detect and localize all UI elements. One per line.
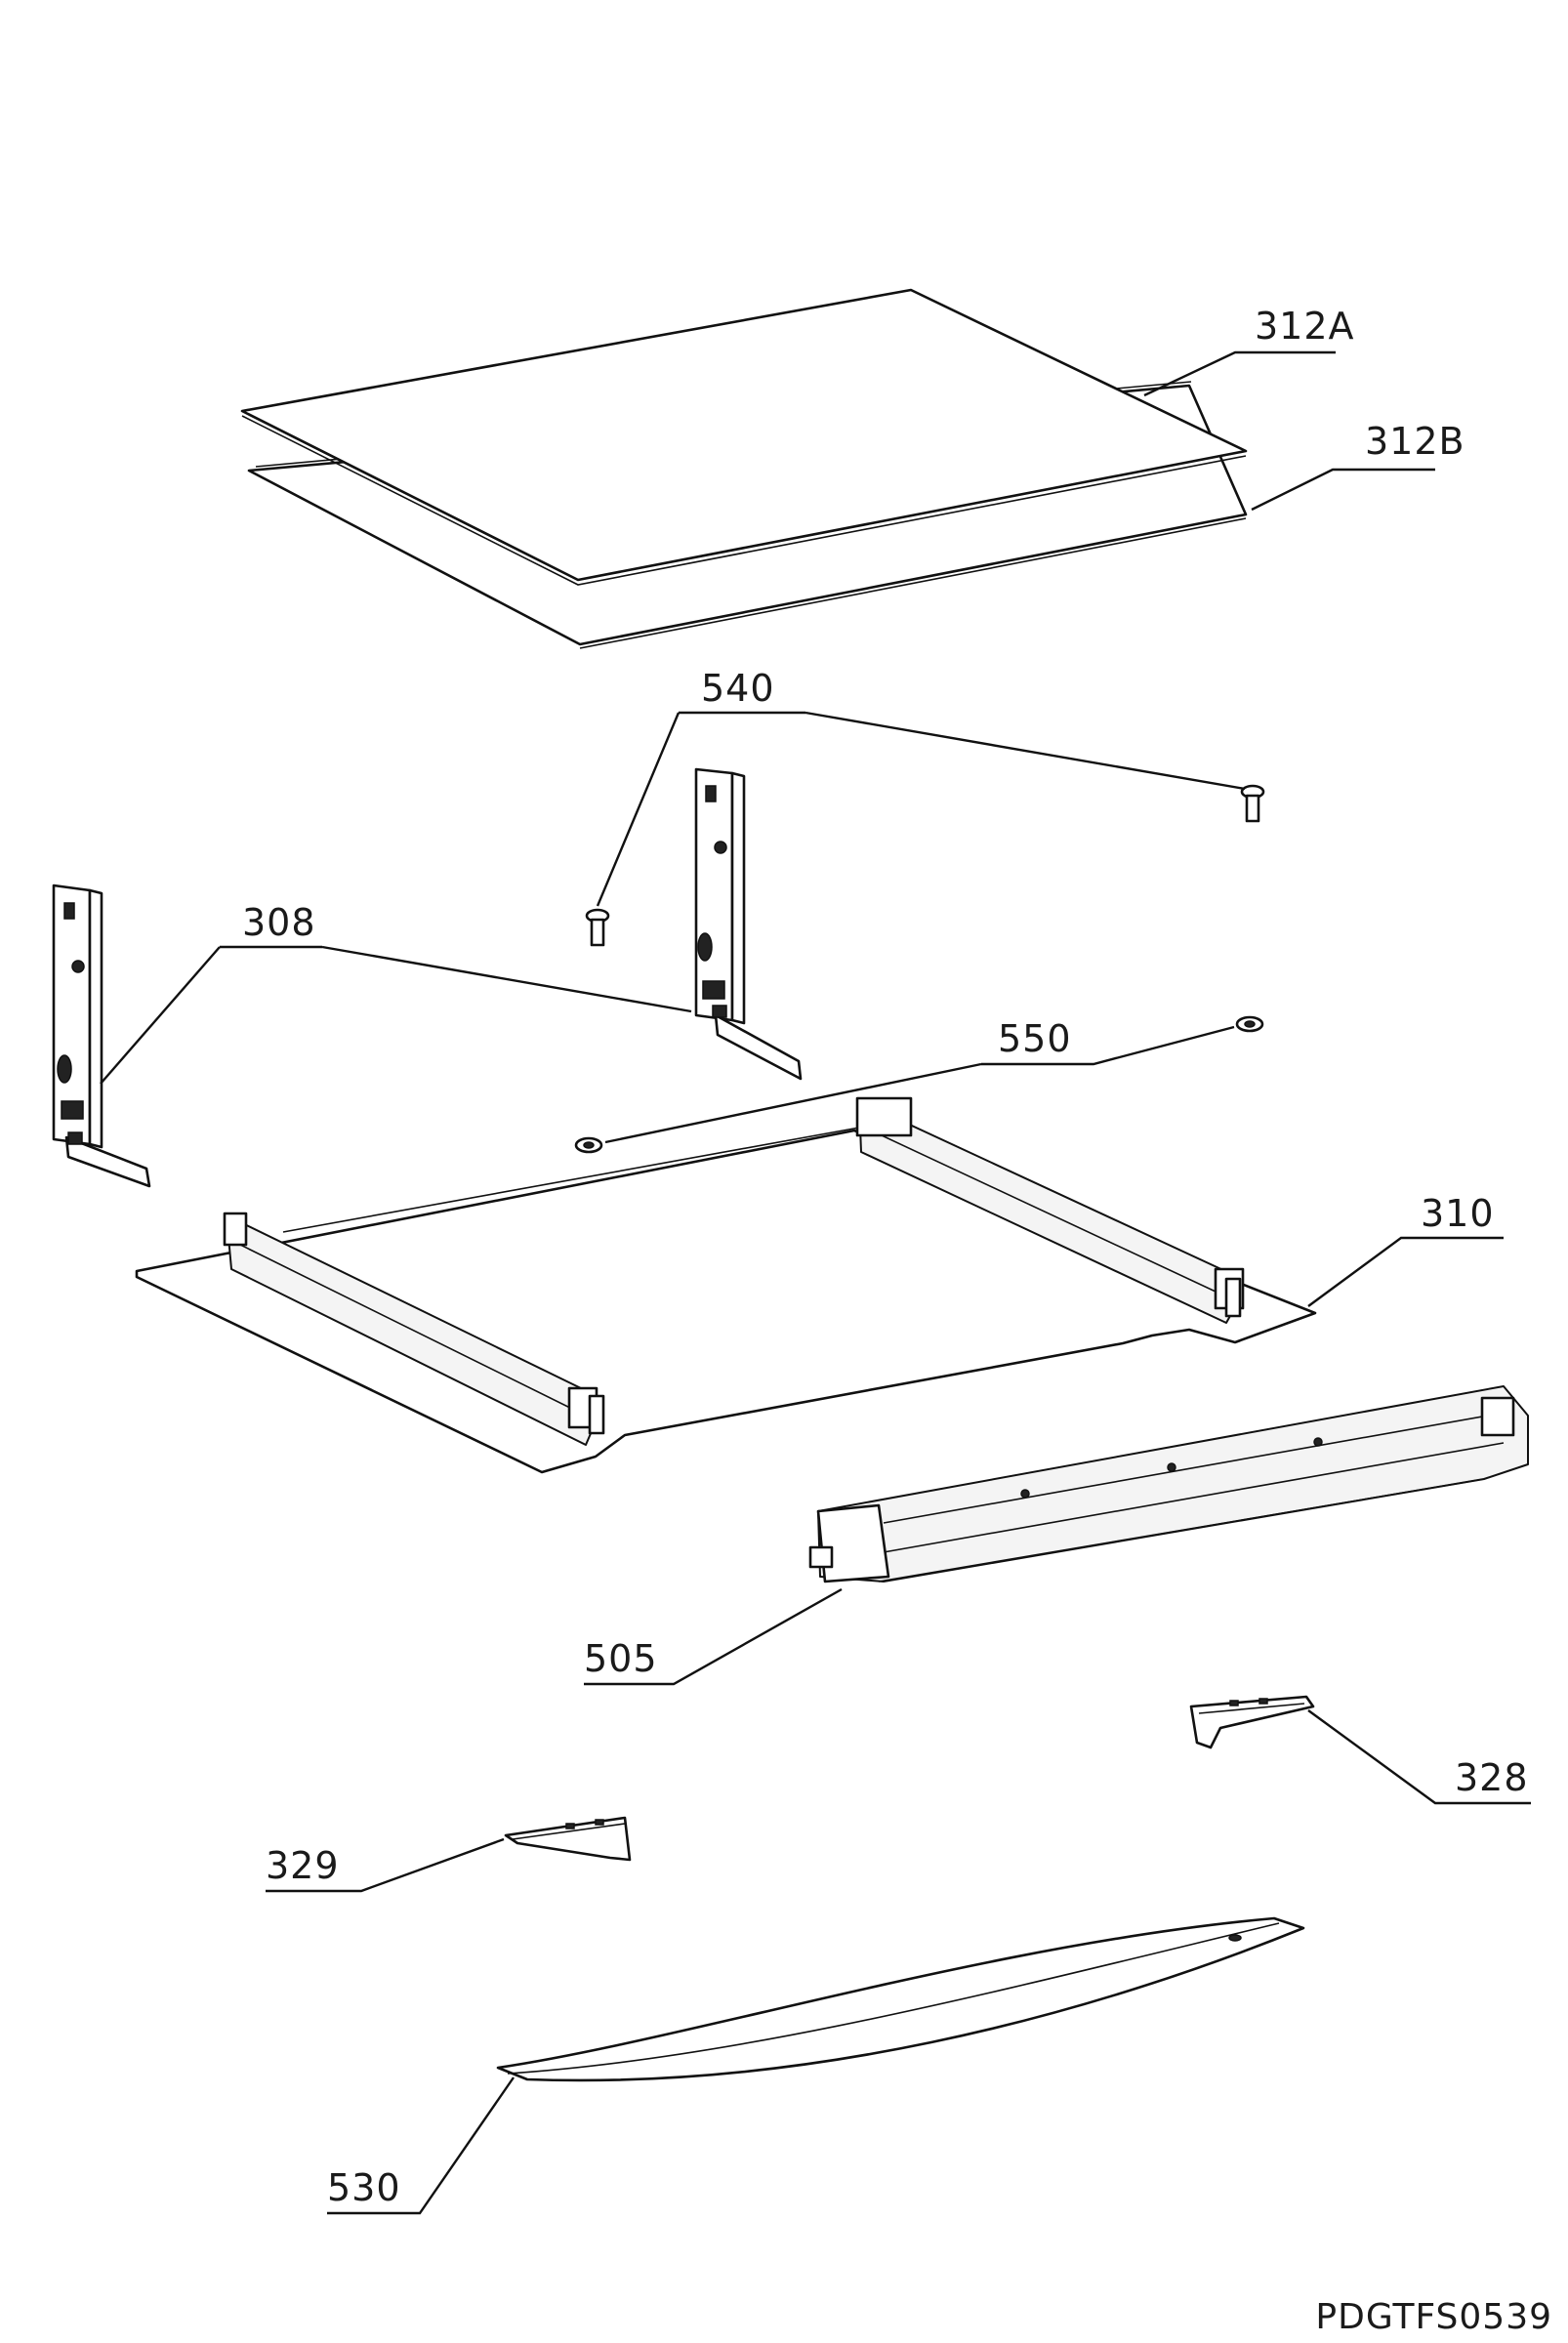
top-profile-505 [808, 1385, 1529, 1583]
callout-label: 312B [1365, 420, 1465, 463]
callout-label: 540 [701, 667, 775, 710]
hinge-308-left [52, 884, 151, 1188]
handle-530 [496, 1916, 1305, 2082]
callout-label: 310 [1421, 1192, 1495, 1235]
callout-label: 308 [242, 901, 316, 944]
leader-lines [100, 350, 1531, 2215]
callout-label: 328 [1455, 1756, 1529, 1799]
callout-label: 550 [998, 1017, 1072, 1060]
screw-540-left [585, 908, 610, 947]
glass-panel-312a [240, 288, 1248, 586]
washer-550-left [574, 1136, 603, 1154]
drawing-code: PDGTFS0539 [1315, 2297, 1552, 2337]
door-frame-310 [135, 1096, 1317, 1474]
callout-label: 530 [327, 2166, 401, 2209]
callout-label: 329 [266, 1844, 340, 1887]
end-cap-329 [504, 1816, 632, 1862]
screw-540-right [1240, 784, 1265, 823]
callout-label: 312A [1255, 305, 1355, 348]
callout-label: 505 [584, 1637, 658, 1680]
hinge-308-right [694, 767, 803, 1081]
washer-550-right [1235, 1015, 1264, 1033]
end-cap-328 [1189, 1695, 1315, 1749]
